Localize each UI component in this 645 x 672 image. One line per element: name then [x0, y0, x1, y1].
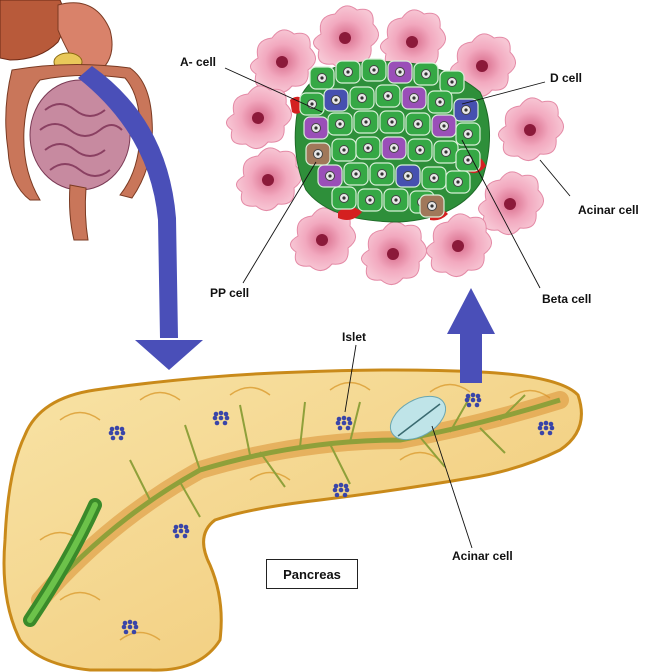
beta-cell [331, 138, 357, 162]
pp-cell [305, 142, 331, 166]
alpha-cell [381, 136, 407, 160]
islet-cells [299, 58, 481, 218]
beta-cell [379, 110, 405, 134]
pp-cell [419, 194, 445, 218]
beta-cell [383, 188, 409, 212]
beta-cell [413, 62, 439, 86]
islet-dot-cluster [332, 482, 350, 498]
label-acinar-cell-top: Acinar cell [578, 203, 639, 217]
beta-cell [405, 112, 431, 136]
beta-cell [343, 162, 369, 186]
islet-dot-cluster [172, 523, 190, 539]
beta-cell [455, 122, 481, 146]
beta-cell [433, 140, 459, 164]
beta-cell [445, 170, 471, 194]
alpha-cell [303, 116, 329, 140]
label-islet: Islet [342, 330, 366, 344]
beta-cell [309, 66, 335, 90]
alpha-cell [431, 114, 457, 138]
alpha-cell [387, 60, 413, 84]
digestive-organs-illustration [0, 0, 153, 241]
label-pancreas: Pancreas [266, 559, 358, 589]
beta-cell [369, 162, 395, 186]
islet-dot-cluster [537, 420, 555, 436]
islet-dot-cluster [464, 392, 482, 408]
delta-cell [395, 164, 421, 188]
label-a-cell: A- cell [180, 55, 216, 69]
islet-dot-cluster [108, 425, 126, 441]
beta-cell [439, 70, 465, 94]
beta-cell [331, 186, 357, 210]
label-pp-cell: PP cell [210, 286, 249, 300]
islet-dot-cluster [121, 619, 139, 635]
label-d-cell: D cell [550, 71, 582, 85]
beta-cell [355, 136, 381, 160]
delta-cell [323, 88, 349, 112]
beta-cell [357, 188, 383, 212]
beta-cell [455, 148, 481, 172]
alpha-cell [401, 86, 427, 110]
pancreas-illustration [2, 368, 583, 672]
alpha-cell [317, 164, 343, 188]
delta-cell [453, 98, 479, 122]
beta-cell [375, 84, 401, 108]
beta-cell [407, 138, 433, 162]
label-acinar-cell-bottom: Acinar cell [452, 549, 513, 563]
islet-dot-cluster [212, 410, 230, 426]
islet-dot-cluster [335, 415, 353, 431]
beta-cell [353, 110, 379, 134]
beta-cell [335, 60, 361, 84]
beta-cell [427, 90, 453, 114]
beta-cell [349, 86, 375, 110]
leader-lines-top [224, 67, 571, 289]
beta-cell [421, 166, 447, 190]
beta-cell [361, 58, 387, 82]
zoom-arrow-up [447, 288, 495, 383]
islet-magnified-view [226, 5, 564, 285]
label-beta-cell: Beta cell [542, 292, 591, 306]
zoom-arrow-down [78, 66, 203, 370]
leader-lines-bottom [344, 344, 473, 549]
islet-dot-clusters [108, 392, 555, 635]
beta-cell [327, 112, 353, 136]
acinar-cells-ring [226, 5, 564, 285]
